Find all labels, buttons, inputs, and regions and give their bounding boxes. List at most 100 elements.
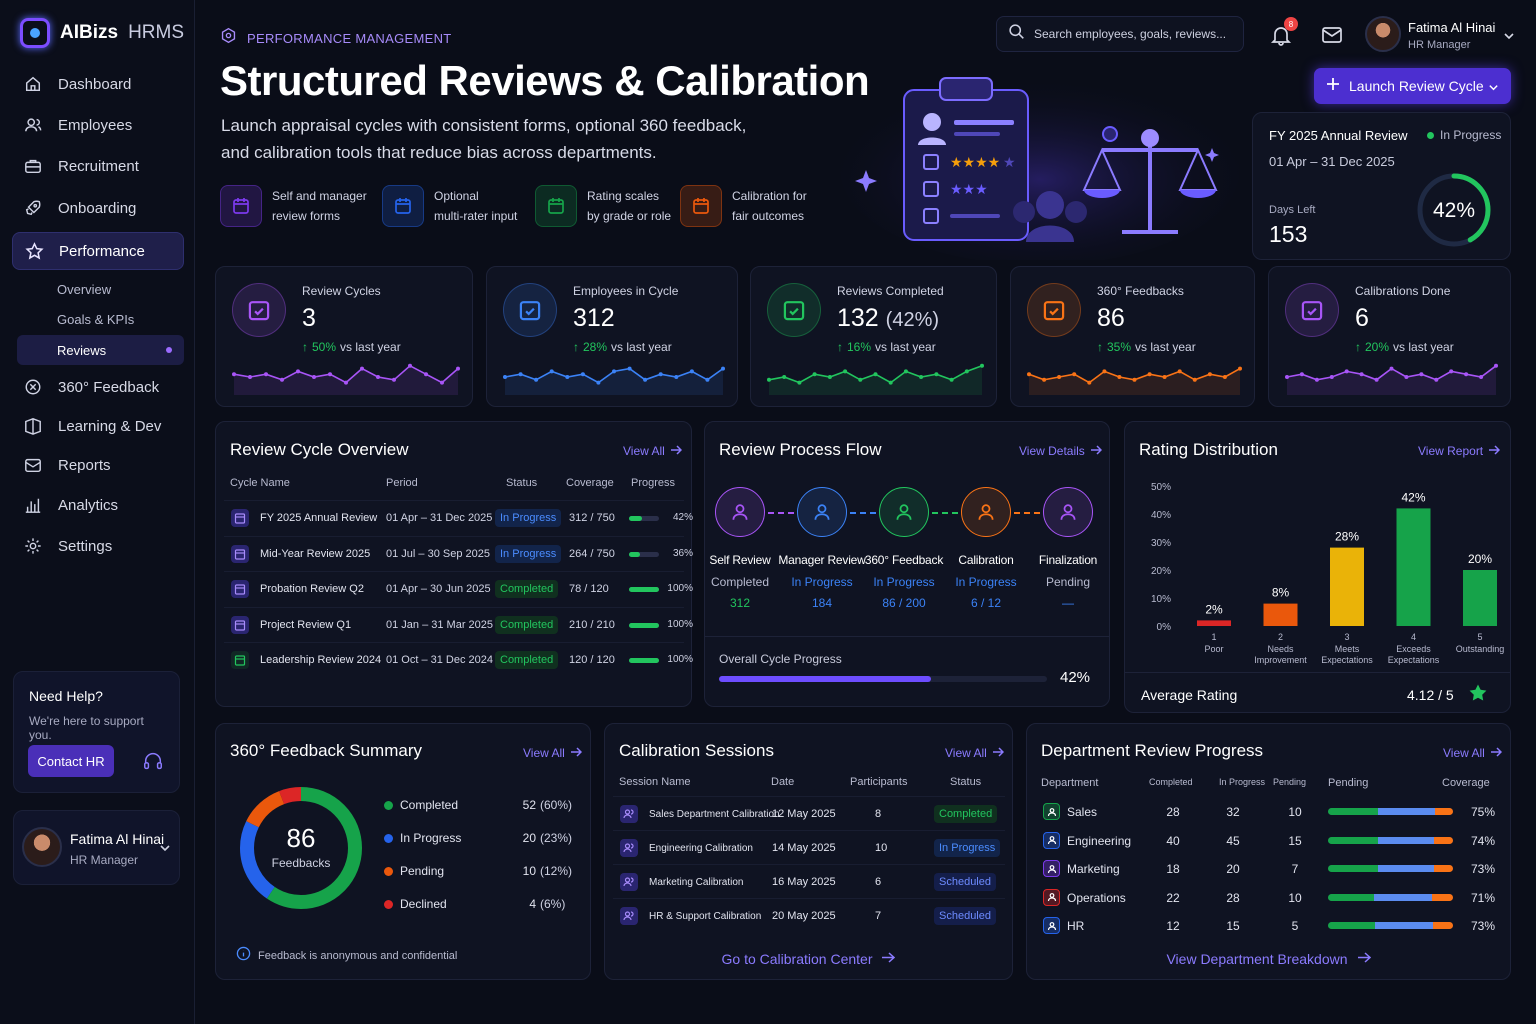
view-all-link[interactable]: View All [945,744,1004,762]
department-breakdown-link[interactable]: View Department Breakdown [1027,950,1510,968]
view-all-link[interactable]: View All [523,744,582,762]
nav-reports[interactable]: Reports [12,446,184,484]
nav-recruitment[interactable]: Recruitment [12,147,184,185]
nav-label: Learning & Dev [58,417,162,435]
session-name: HR & Support Calibration [649,911,762,922]
nav-performance[interactable]: Performance [12,232,184,270]
nav-360-feedback[interactable]: 360° Feedback [12,368,184,406]
legend-dot [384,867,393,876]
legend-value: 4 [529,897,536,911]
dept-pending: 10 [1288,805,1302,819]
donut-segment[interactable] [240,787,362,909]
form-icon[interactable] [715,487,765,537]
view-details-link[interactable]: View Details [1019,442,1102,460]
dept-coverage: 74% [1470,833,1495,848]
annual-review-card[interactable]: FY 2025 Annual Review In Progress 01 Apr… [1252,112,1511,260]
column-header: Progress [631,477,676,489]
nav-onboarding[interactable]: Onboarding [12,189,184,227]
nav-label: 360° Feedback [58,378,160,396]
avatar [22,827,62,867]
contact-hr-button[interactable]: Contact HR [28,745,114,777]
scale-icon[interactable] [961,487,1011,537]
bar-value-label: 2% [1205,602,1223,616]
y-tick-label: 0% [1157,622,1172,633]
header-avatar[interactable] [1365,16,1401,52]
column-header: Completed [1149,777,1193,787]
subnav-reviews[interactable]: Reviews [17,335,184,365]
bar[interactable] [1463,570,1497,626]
subnav-overview[interactable]: Overview [57,282,112,297]
mail-icon[interactable] [1321,25,1343,50]
subnav-goals-kpis[interactable]: Goals & KPIs [57,312,135,327]
sidebar-user-card[interactable]: Fatima Al Hinai HR Manager [13,810,180,885]
users-icon[interactable] [879,487,929,537]
bar[interactable] [1197,620,1231,626]
check-circle-icon[interactable] [1043,487,1093,537]
search-box[interactable]: Search employees, goals, reviews... [996,16,1244,52]
view-report-link[interactable]: View Report [1418,442,1501,460]
search-input[interactable]: Search employees, goals, reviews... [1034,27,1227,41]
legend-percent: (23%) [540,831,573,845]
status-badge: Scheduled [934,873,996,891]
card-title: Rating Distribution [1139,440,1278,459]
calibration-center-link[interactable]: Go to Calibration Center [605,950,1012,968]
link-label: View All [523,746,565,760]
donut-segment[interactable] [240,787,362,909]
header-user-name[interactable]: Fatima Al Hinai [1408,20,1496,35]
view-all-link[interactable]: View All [1443,744,1502,762]
nav-label: Performance [59,242,145,260]
bar[interactable] [1396,508,1431,626]
chevron-down-icon[interactable] [159,841,171,859]
brand-logo[interactable]: AIBizs HRMS [20,18,184,48]
view-all-link[interactable]: View All [623,442,682,460]
x-tick-number: 4 [1411,632,1416,642]
step-count: 86 / 200 [882,596,926,610]
department-name: Operations [1067,890,1126,905]
dept-pending: 5 [1291,919,1299,933]
nav-employees[interactable]: Employees [12,106,184,144]
sparkline [767,363,984,395]
bar-value-label: 20% [1468,552,1492,566]
sparkline [232,363,460,395]
notification-button[interactable]: 8 [1270,17,1298,51]
arrow-right-icon [992,744,1004,762]
progress-fill [629,622,659,628]
legend-value: 20 [522,831,536,845]
user-icon[interactable] [797,487,847,537]
headset-icon[interactable] [142,750,164,777]
nav-dashboard[interactable]: Dashboard [12,65,184,103]
bar[interactable] [1263,603,1298,626]
bar-pending [1435,808,1453,815]
column-header: Pending [1273,777,1307,787]
bar[interactable] [1330,547,1364,626]
nav-settings[interactable]: Settings [12,527,184,565]
nav-learning[interactable]: Learning & Dev [12,407,184,445]
arrow-up-icon: ↑ [1097,340,1103,354]
step-status: In Progress [955,575,1017,589]
launch-review-cycle-button[interactable]: Launch Review Cycle [1314,68,1511,104]
rating-bar-chart: 0%10%20%30%40%50%2%1Poor8%2NeedsImprovem… [1151,482,1504,665]
user-menu-chevron-icon[interactable] [1503,29,1515,47]
nav-analytics[interactable]: Analytics [12,486,184,524]
stat-value-group: 86 [1097,304,1125,333]
column-header: Coverage [566,477,614,489]
